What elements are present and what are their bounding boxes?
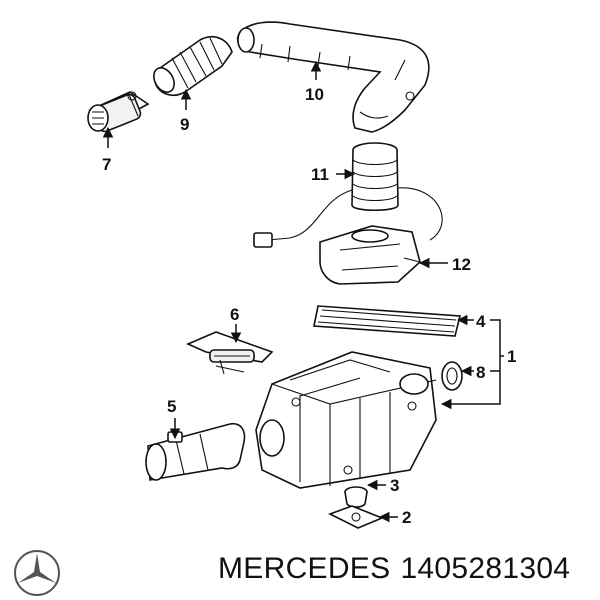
air-mass-sensor: [87, 91, 150, 133]
callout-1: 1: [507, 347, 516, 366]
lower-intake-duct: [145, 422, 246, 481]
air-filter-housing: [255, 351, 437, 489]
callout-8: 8: [476, 363, 485, 382]
callout-3: 3: [390, 476, 399, 495]
callout-9: 9: [180, 115, 189, 134]
intake-duct: [236, 21, 430, 133]
brand-line: MERCEDES 1405281304: [218, 552, 580, 586]
air-filter: [313, 305, 462, 337]
callout-5: 5: [167, 397, 176, 416]
callout-11: 11: [311, 165, 329, 184]
intake-boot: [351, 142, 399, 212]
parts-diagram: 10 9 7 11 12 6 4 8 1 5 3 2: [87, 21, 516, 529]
mounting-plate: [327, 505, 385, 529]
part-number: 1405281304: [400, 552, 571, 585]
footer: MERCEDES 1405281304: [0, 540, 600, 600]
callout-4: 4: [476, 312, 486, 331]
callout-10: 10: [305, 85, 324, 104]
bracket-harness: [186, 331, 274, 375]
brand-name: MERCEDES: [218, 552, 391, 585]
seal-ring: [441, 361, 463, 391]
leader-lines: [102, 60, 504, 523]
resonator: [253, 187, 443, 285]
callout-6: 6: [230, 305, 239, 324]
rubber-mount: [344, 486, 368, 508]
mercedes-star-icon: [14, 550, 60, 596]
callout-2: 2: [402, 508, 411, 527]
callout-7: 7: [102, 155, 111, 174]
callout-12: 12: [452, 255, 471, 274]
bellows-hose: [153, 36, 233, 97]
